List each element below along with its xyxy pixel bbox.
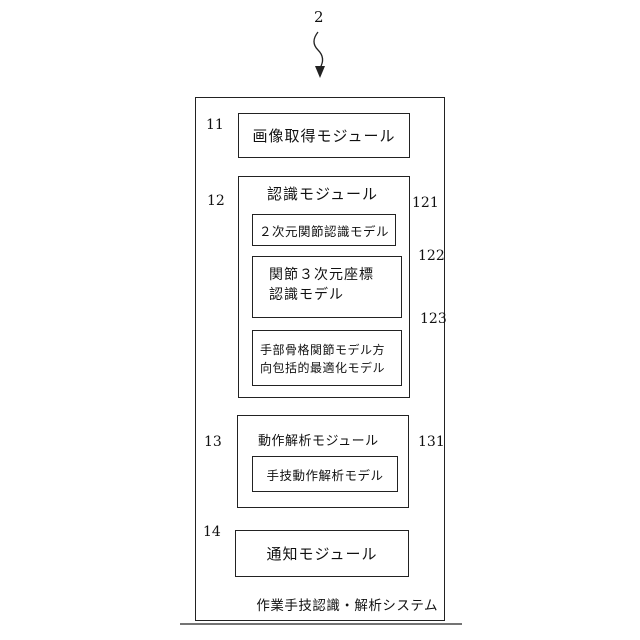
notification-label: 通知モジュール: [267, 543, 378, 564]
submodel-123-line1: 手部骨格関節モデル方: [260, 341, 385, 359]
submodel-122-line2: 認識モデル: [269, 285, 374, 305]
figure-ref-number: 2: [314, 8, 324, 26]
recognition-label: 認識モジュール: [267, 183, 378, 204]
image-acquisition-label: 画像取得モジュール: [253, 125, 396, 146]
submodel-121: ２次元関節認識モデル: [252, 214, 396, 246]
submodel-131-label: 手技動作解析モデル: [266, 465, 383, 484]
submodel-122: 関節３次元座標 認識モデル: [252, 256, 402, 318]
submodel-121-label: ２次元関節認識モデル: [259, 221, 389, 240]
submodel-131: 手技動作解析モデル: [252, 456, 398, 492]
ref-123: 123: [420, 311, 447, 327]
ref-121: 121: [412, 195, 439, 211]
submodel-122-line1: 関節３次元座標: [269, 265, 374, 285]
ref-13: 13: [204, 434, 222, 450]
system-label: 作業手技認識・解析システム: [256, 594, 438, 614]
ref-131: 131: [418, 434, 445, 450]
submodel-123-line2: 向包括的最適化モデル: [260, 359, 385, 377]
image-acquisition-module: 画像取得モジュール: [238, 113, 410, 158]
ref-arrow-squiggle: [314, 32, 323, 68]
motion-analysis-label: 動作解析モジュール: [258, 430, 379, 449]
ref-14: 14: [203, 524, 221, 540]
ref-122: 122: [418, 248, 445, 264]
ref-11: 11: [206, 117, 224, 133]
submodel-123: 手部骨格関節モデル方 向包括的最適化モデル: [252, 330, 402, 386]
ref-arrow-head: [315, 66, 325, 78]
ref-12: 12: [207, 193, 225, 209]
notification-module: 通知モジュール: [235, 530, 409, 577]
